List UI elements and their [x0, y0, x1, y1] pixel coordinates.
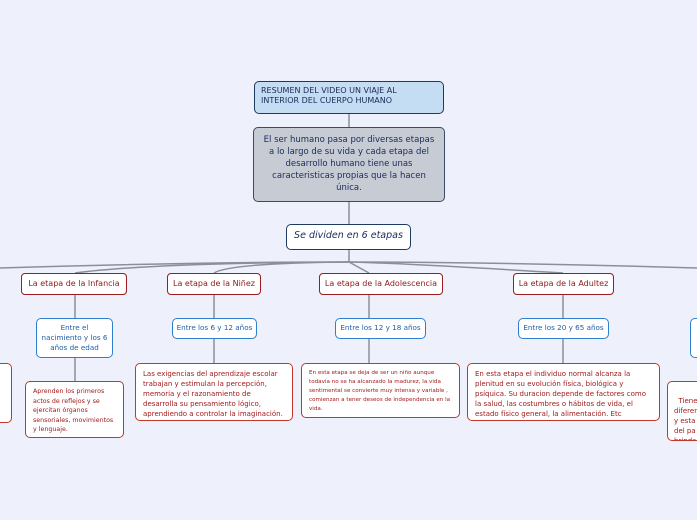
- desc-infancia: Aprenden los primeros actos de reflejos …: [25, 381, 124, 438]
- summary-text: El ser humano pasa por diversas etapas a…: [263, 135, 435, 193]
- desc-partial-right: Tiene d diferen y esta del pa brinda: [667, 381, 697, 441]
- stage-ninez-label: La etapa de la Niñez: [173, 279, 255, 288]
- stage-infancia: La etapa de la Infancia: [21, 273, 127, 295]
- summary-node: El ser humano pasa por diversas etapas a…: [253, 127, 445, 202]
- age-infancia: Entre el nacimiento y los 6 años de edad: [36, 318, 113, 358]
- stage-ninez: La etapa de la Niñez: [167, 273, 261, 295]
- desc-ninez: Las exigencias del aprendizaje escolar t…: [135, 363, 293, 421]
- map-title-text: RESUMEN DEL VIDEO UN VIAJE AL INTERIOR D…: [261, 86, 397, 105]
- stage-infancia-label: La etapa de la Infancia: [28, 279, 120, 288]
- desc-adultez-text: En esta etapa el individuo normal alcanz…: [475, 370, 646, 418]
- stage-adultez: La etapa de la Adultez: [513, 273, 614, 295]
- stage-adolescencia: La etapa de la Adolescencia: [319, 273, 443, 295]
- age-adultez: Entre los 20 y 65 años: [518, 318, 609, 339]
- desc-infancia-text: Aprenden los primeros actos de reflejos …: [33, 388, 114, 433]
- age-adultez-text: Entre los 20 y 65 años: [523, 323, 604, 332]
- desc-adolescencia-text: En esta etapa se deja de ser un niño aun…: [309, 370, 451, 412]
- age-ninez-text: Entre los 6 y 12 años: [176, 323, 253, 332]
- desc-ninez-text: Las exigencias del aprendizaje escolar t…: [143, 370, 283, 418]
- age-partial-right: [690, 318, 697, 358]
- stage-adolescencia-label: La etapa de la Adolescencia: [324, 279, 438, 288]
- map-title: RESUMEN DEL VIDEO UN VIAJE AL INTERIOR D…: [254, 81, 444, 114]
- desc-partial-right-text: Tiene d diferen y esta del pa brinda: [674, 397, 697, 441]
- age-adolescencia: Entre los 12 y 18 años: [335, 318, 426, 339]
- age-adolescencia-text: Entre los 12 y 18 años: [340, 323, 421, 332]
- stage-adultez-label: La etapa de la Adultez: [518, 279, 609, 288]
- divide-text: Se dividen en 6 etapas: [294, 230, 403, 241]
- age-ninez: Entre los 6 y 12 años: [172, 318, 257, 339]
- age-infancia-text: Entre el nacimiento y los 6 años de edad: [41, 323, 108, 352]
- desc-partial-left: [0, 363, 12, 423]
- divide-node: Se dividen en 6 etapas: [286, 224, 411, 250]
- desc-adolescencia: En esta etapa se deja de ser un niño aun…: [301, 363, 460, 418]
- desc-adultez: En esta etapa el individuo normal alcanz…: [467, 363, 660, 421]
